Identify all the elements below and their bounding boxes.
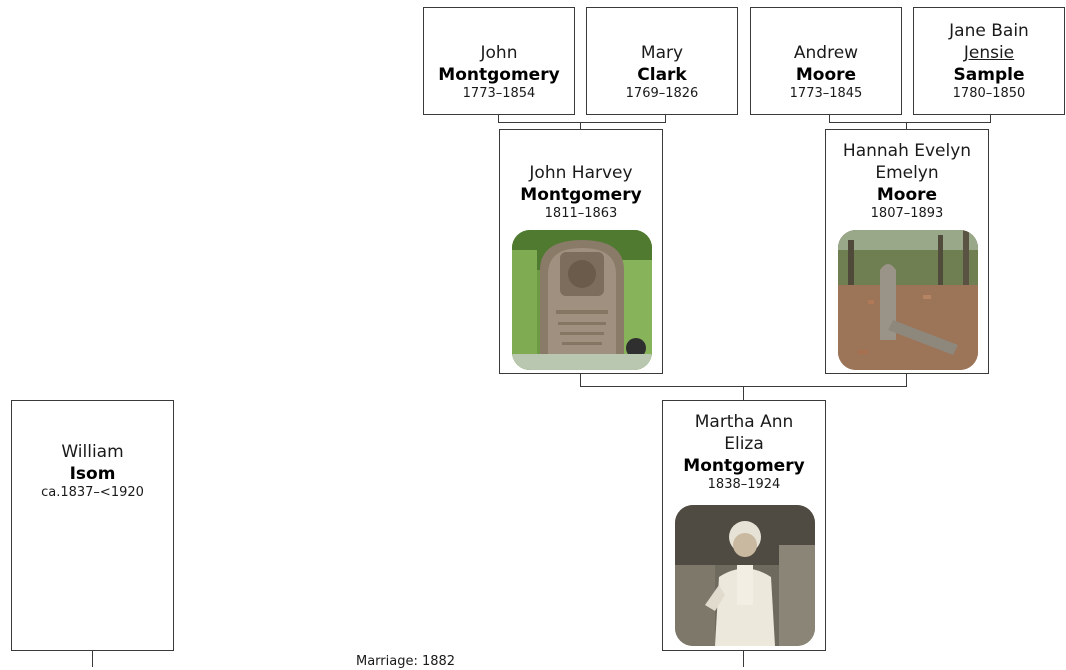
given-name: John [480,43,518,63]
person-card-william-isom[interactable]: William Isom ca.1837–<1920 [11,400,174,651]
surname: Montgomery [683,456,805,476]
given-name: Andrew [793,43,859,63]
nickname: Jensie [963,43,1015,63]
given-name: Jane Bain [949,21,1029,41]
gravestone-photo[interactable] [512,230,652,370]
person-card-jane-sample[interactable]: Jane Bain Jensie Sample 1780–1850 [913,7,1065,115]
given-name: John Harvey [529,163,633,183]
connector-line [829,115,830,122]
person-card-hannah-moore[interactable]: Hannah Evelyn Emelyn Moore 1807–1893 [825,129,989,374]
surname: Montgomery [520,185,642,205]
connector-line [743,386,744,400]
connector-line [990,115,991,122]
connector-line [498,115,499,122]
surname: Moore [876,185,938,205]
connector-line [92,651,93,667]
marriage-label: Marriage: 1882 [356,654,456,669]
middle-name: Eliza [724,434,764,454]
gravestone-image [512,230,652,370]
given-name: William [61,442,124,462]
connector-line [829,122,991,123]
person-card-mary-clark[interactable]: Mary Clark 1769–1826 [586,7,738,115]
life-dates: 1838–1924 [707,477,781,492]
given-name: Hannah Evelyn [842,141,972,161]
connector-line [906,122,907,130]
connector-line [580,122,581,130]
gravestone-photo[interactable] [838,230,978,370]
surname: Montgomery [438,65,560,85]
life-dates: 1811–1863 [544,206,618,221]
life-dates: 1769–1826 [625,86,699,101]
given-name: Mary [640,43,684,63]
connector-line [665,115,666,122]
person-card-martha-montgomery[interactable]: Martha Ann Eliza Montgomery 1838–1924 [662,400,826,651]
connector-line [580,373,581,386]
life-dates: ca.1837–<1920 [41,485,144,500]
surname: Sample [953,65,1025,85]
portrait-photo[interactable] [675,505,815,646]
gravestone-image [838,230,978,370]
life-dates: 1807–1893 [870,206,944,221]
life-dates: 1773–1845 [789,86,863,101]
surname: Isom [69,464,116,484]
portrait-image [675,505,815,646]
given-name: Martha Ann [694,412,794,432]
connector-line [906,373,907,386]
surname: Moore [795,65,857,85]
surname: Clark [637,65,687,85]
middle-name: Emelyn [875,163,939,183]
life-dates: 1773–1854 [462,86,536,101]
life-dates: 1780–1850 [952,86,1026,101]
person-card-andrew-moore[interactable]: Andrew Moore 1773–1845 [750,7,902,115]
connector-line [498,122,666,123]
person-card-john-harvey-montgomery[interactable]: John Harvey Montgomery 1811–1863 [499,129,663,374]
connector-line [743,651,744,667]
person-card-john-montgomery[interactable]: John Montgomery 1773–1854 [423,7,575,115]
